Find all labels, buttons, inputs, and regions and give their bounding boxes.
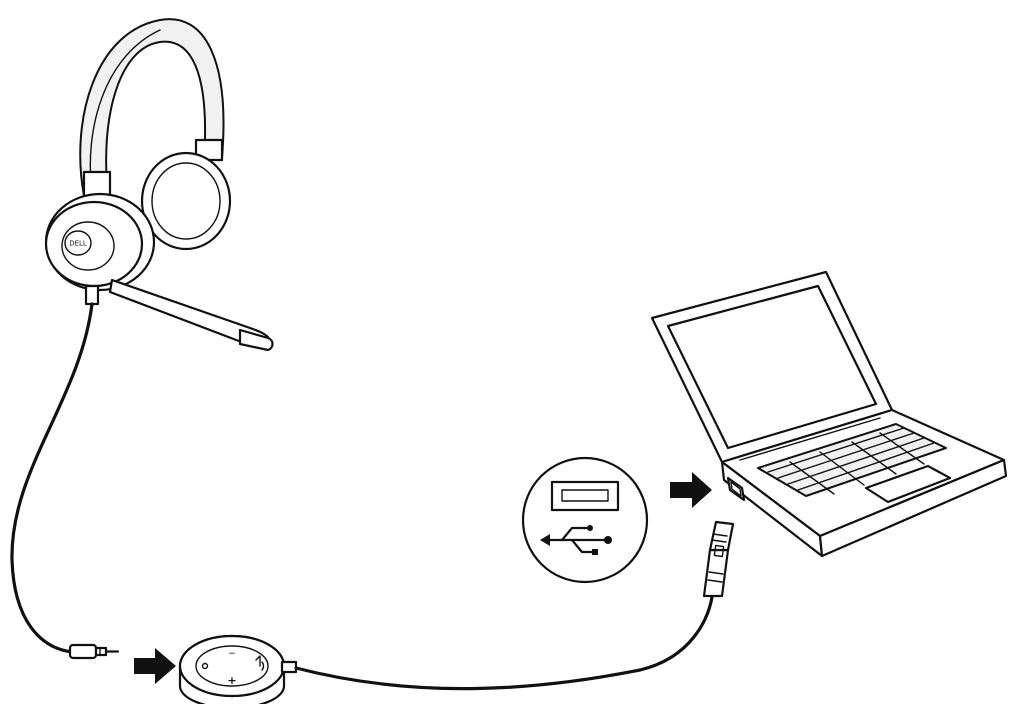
dell-logo-icon: DELL [64,230,92,256]
usb-plug [702,520,735,598]
laptop [650,270,1008,558]
headset-mic-boom [108,278,274,352]
headset: DELL [44,18,274,352]
usb-cable [294,588,715,691]
volume-up-symbol: + [227,674,236,687]
laptop-touchpad [864,464,952,504]
mute-symbol [201,662,209,670]
laptop-usb-port [726,476,746,502]
arrow-icon [670,472,712,508]
headset-cable-exit [84,284,100,306]
laptop-screen [666,284,878,450]
usb-port-icon [550,480,620,512]
arrow-icon [134,648,176,684]
headset-ear-cup-left: DELL [44,192,156,292]
laptop-keyboard [757,423,947,497]
headset-cable [10,302,94,654]
headset-ear-cup-right [140,151,232,251]
usb-symbol-icon [540,525,612,555]
volume-down-symbol: − [228,649,236,659]
usb-port-badge [521,456,649,584]
call-symbol [255,655,265,671]
inline-controller: + − [178,634,298,704]
dell-logo-text: DELL [69,240,87,248]
audio-jack-plug [68,643,120,660]
